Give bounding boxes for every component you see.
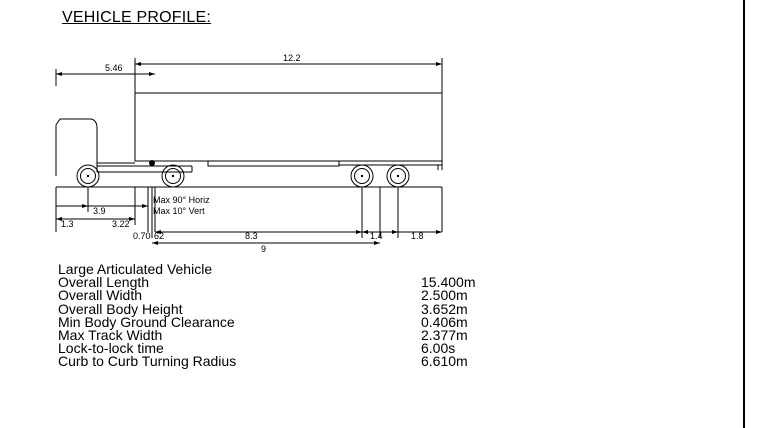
- dim-label-3-22: 3.22: [112, 219, 130, 229]
- dim-label-3-9: 3.9: [93, 206, 106, 216]
- spec-label: Max Track Width: [58, 326, 163, 343]
- trailer-underframe: [207, 160, 340, 167]
- spec-value: 6.00s: [421, 340, 456, 357]
- spec-row-max-track-width: Max Track Width 2.377m: [58, 326, 468, 343]
- spec-row-lock-to-lock: Lock-to-lock time 6.00s: [58, 340, 455, 357]
- spec-value: 3.652m: [421, 300, 468, 317]
- dim-label-1-8: 1.8: [411, 231, 424, 241]
- spec-row-min-ground-clearance: Min Body Ground Clearance 0.406m: [58, 313, 468, 330]
- spec-label: Overall Length: [58, 274, 150, 291]
- frame-border: [743, 0, 745, 428]
- spec-row-overall-length: Overall Length 15.400m: [58, 274, 475, 291]
- spec-row-turning-radius: Curb to Curb Turning Radius 6.610m: [58, 353, 468, 370]
- spec-list: Large Articulated Vehicle Overall Length…: [58, 261, 475, 370]
- articulation-vert: Max 10° Vert: [153, 206, 205, 216]
- spec-value: 2.500m: [421, 287, 468, 304]
- spec-row-overall-body-height: Overall Body Height 3.652m: [58, 300, 468, 317]
- articulation-horiz: Max 90° Horiz: [153, 195, 210, 205]
- dim-label-5-46: 5.46: [105, 63, 123, 73]
- tractor-cab: [55, 118, 135, 176]
- spec-label: Overall Body Height: [58, 300, 183, 317]
- spec-value: 2.377m: [421, 326, 468, 343]
- spec-label: Curb to Curb Turning Radius: [58, 353, 237, 370]
- dim-label-62: 62: [154, 231, 164, 241]
- wheel-trailer-2: [386, 164, 410, 188]
- dim-label-8-3: 8.3: [245, 231, 258, 241]
- dim-label-0-70: 0.70: [133, 231, 151, 241]
- spec-value: 15.400m: [421, 274, 476, 291]
- dim-label-1-3: 1.3: [61, 219, 74, 229]
- page-title: VEHICLE PROFILE:: [62, 9, 212, 26]
- dim-label-12-2: 12.2: [283, 53, 301, 63]
- fifth-wheel: [149, 160, 155, 166]
- spec-value: 0.406m: [421, 313, 468, 330]
- trailer-body: [134, 92, 443, 162]
- spec-value: 6.610m: [421, 353, 468, 370]
- dim-label-9: 9: [261, 244, 266, 254]
- wheel-drive: [161, 164, 185, 188]
- vehicle-name: Large Articulated Vehicle: [58, 261, 213, 277]
- spec-row-overall-width: Overall Width 2.500m: [58, 287, 468, 304]
- spec-label: Lock-to-lock time: [58, 340, 164, 357]
- spec-label: Overall Width: [58, 287, 143, 304]
- dim-label-1-4: 1.4: [370, 231, 383, 241]
- wheel-front: [76, 164, 100, 188]
- wheel-trailer-1: [350, 164, 374, 188]
- spec-label: Min Body Ground Clearance: [58, 313, 235, 330]
